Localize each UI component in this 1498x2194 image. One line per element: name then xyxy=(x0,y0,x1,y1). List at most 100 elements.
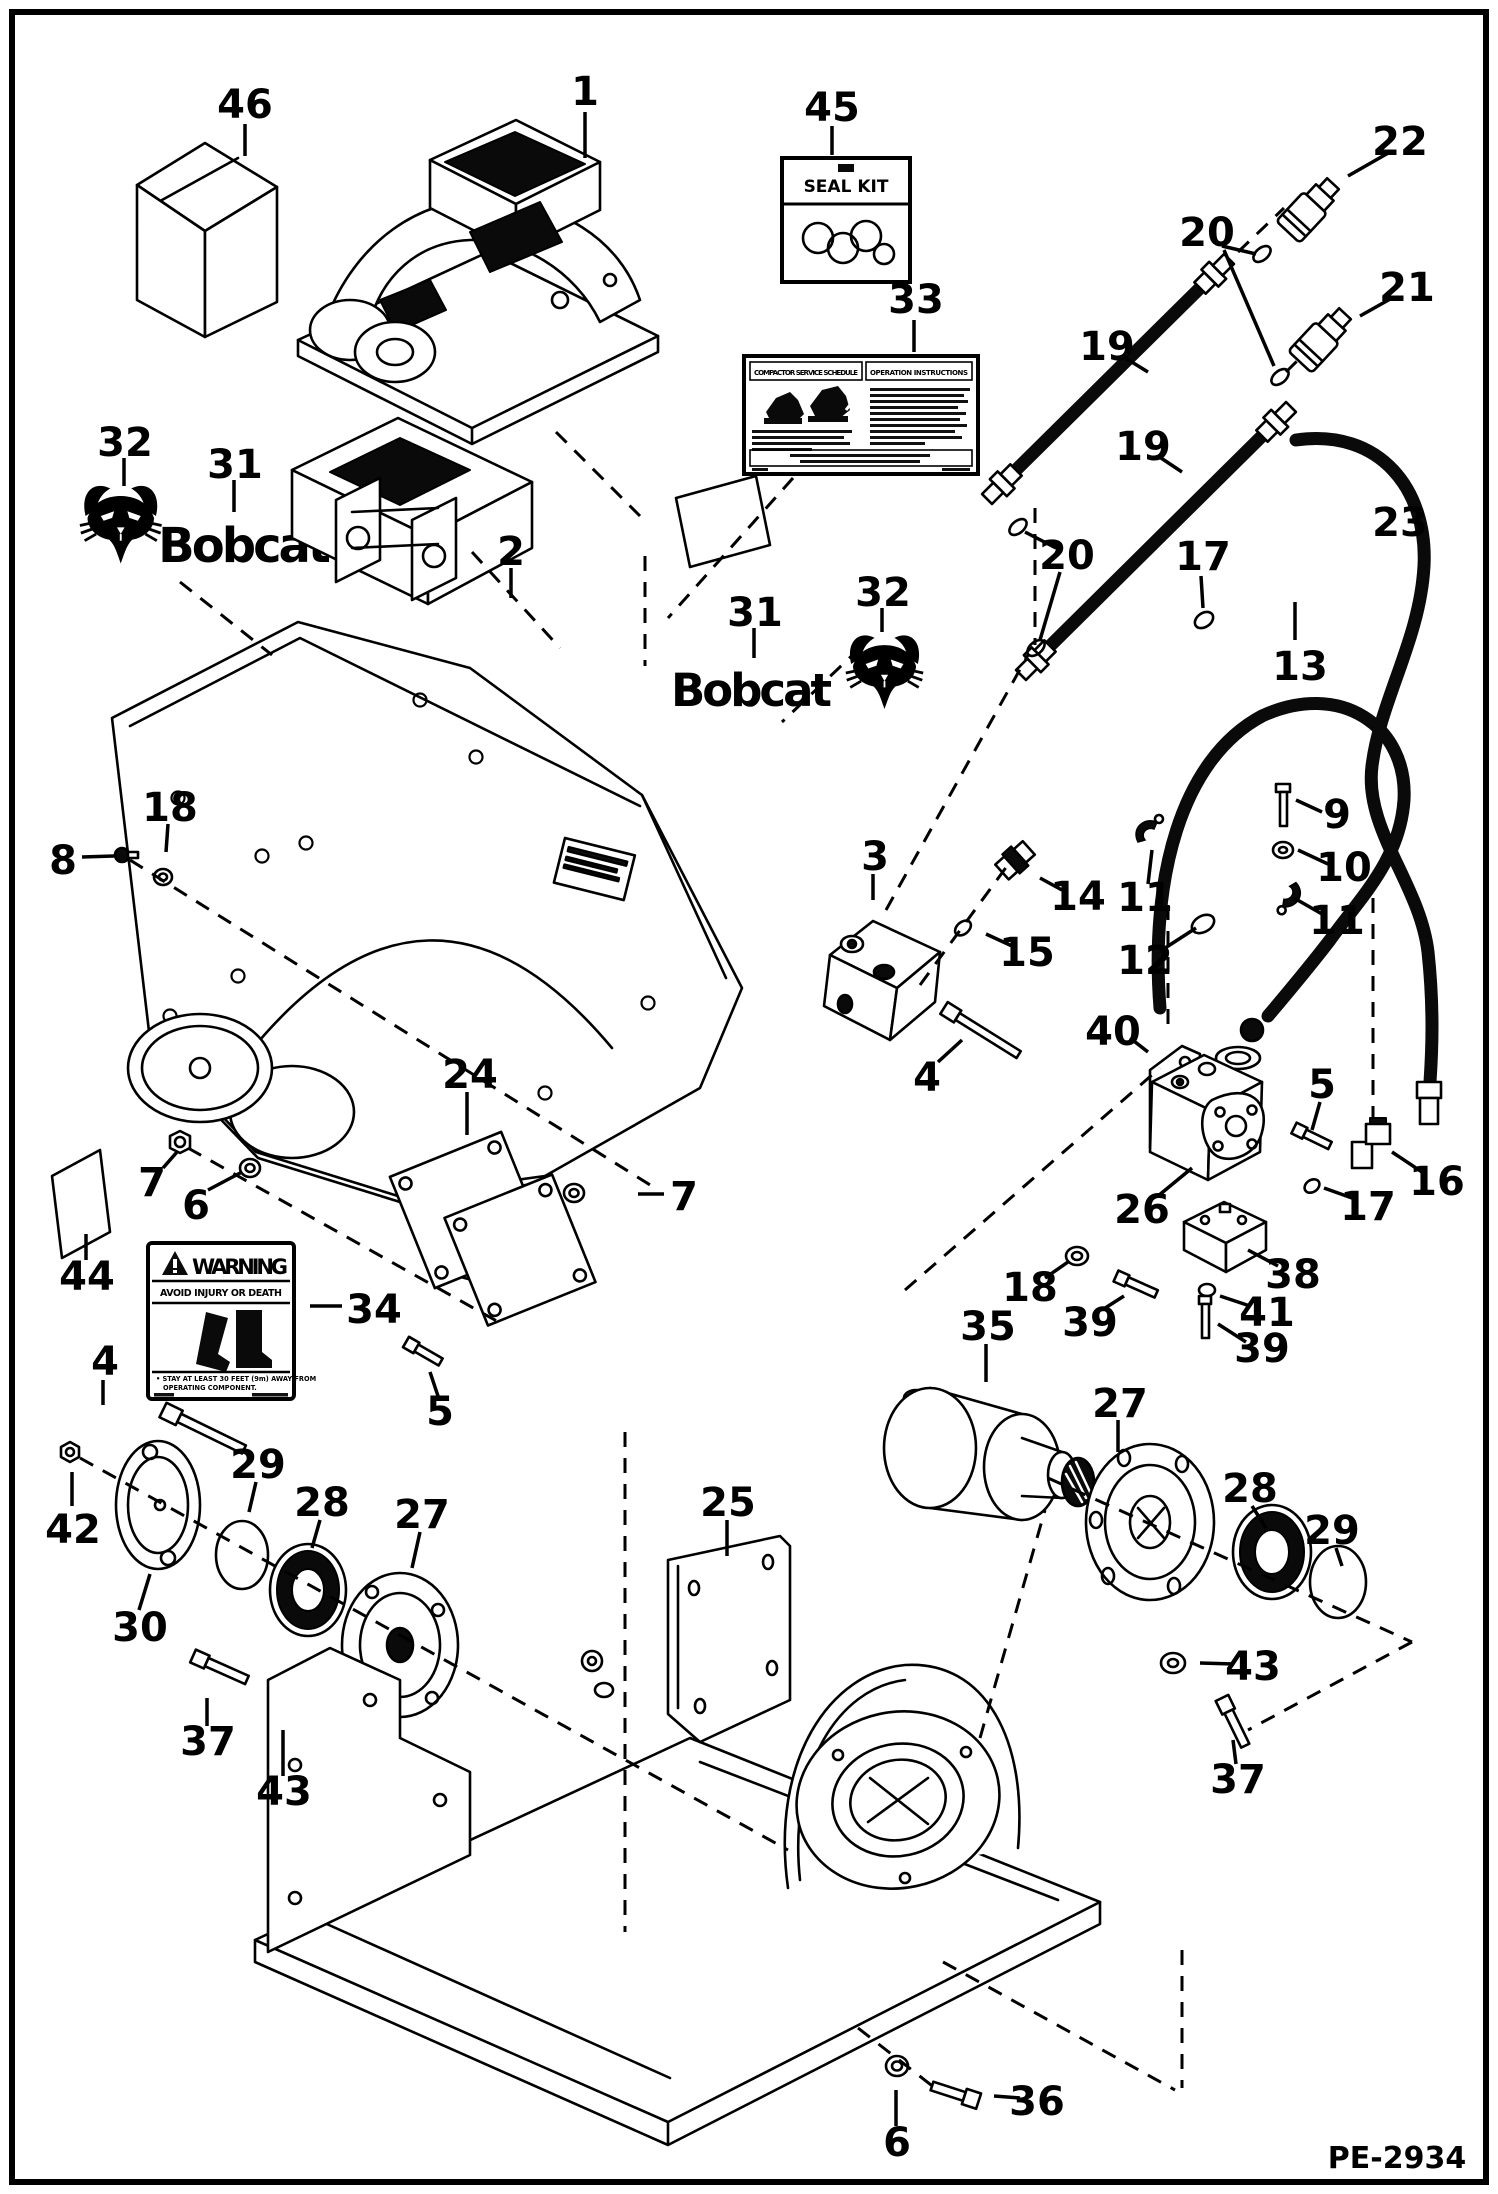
warning-subtitle: AVOID INJURY OR DEATH xyxy=(160,1288,282,1299)
leader-line xyxy=(1310,1101,1322,1131)
screw-8 xyxy=(113,846,140,864)
leader-line xyxy=(1156,1166,1194,1198)
elbow-16 xyxy=(1350,1117,1392,1170)
leader-line xyxy=(1146,849,1154,885)
callout-12: 12 xyxy=(1117,938,1173,984)
callout-6a: 6 xyxy=(182,1183,210,1229)
leader-line xyxy=(1038,571,1062,641)
plug-41 xyxy=(1197,1282,1217,1298)
dashed-line xyxy=(780,646,862,724)
callout-11b: 11 xyxy=(1309,898,1365,944)
drawing-number: PE-2934 xyxy=(1328,2141,1466,2176)
leader-line xyxy=(1359,296,1393,318)
dashed-line xyxy=(1047,1476,1413,1644)
callout-26: 26 xyxy=(1114,1187,1170,1233)
leader-line xyxy=(1295,798,1323,814)
washer-6a xyxy=(238,1157,262,1179)
leader-line xyxy=(1219,1294,1251,1308)
callout-46: 46 xyxy=(217,82,273,128)
bolt-4b xyxy=(938,1000,1023,1060)
bearing-28b xyxy=(1231,1503,1313,1601)
coupler-21 xyxy=(1288,306,1353,373)
flange-27b xyxy=(1084,1442,1216,1602)
leader-line xyxy=(1121,354,1149,374)
callout-2: 2 xyxy=(497,529,525,575)
hydraulic-pump-26 xyxy=(1148,1053,1265,1182)
coupler-22 xyxy=(1276,176,1341,243)
leader-line xyxy=(1199,575,1205,609)
hose-23-end-fitting xyxy=(1415,1080,1443,1126)
callout-14: 14 xyxy=(1050,874,1106,920)
washer-10 xyxy=(1271,840,1295,860)
bobcat-head-logo-32-right xyxy=(844,634,925,711)
decal33-machine-icons xyxy=(764,386,862,424)
bolt-36 xyxy=(929,2080,983,2111)
leader-line xyxy=(936,1038,964,1064)
bolt-37b xyxy=(1214,1693,1251,1749)
hose-13-elbow xyxy=(1214,1017,1265,1071)
leader-line xyxy=(428,1371,440,1397)
leader-line xyxy=(1347,150,1391,178)
eccentric-weight-35 xyxy=(882,1386,1096,1522)
callout-27b: 27 xyxy=(1092,1381,1148,1427)
compactor-assembly-1 xyxy=(296,118,660,446)
leader-line xyxy=(310,1519,322,1549)
bolt-37a xyxy=(188,1648,251,1686)
leader-line xyxy=(1161,926,1197,952)
hose-13 xyxy=(1151,697,1411,1023)
motor-mount-24 xyxy=(388,1130,597,1327)
callout-9: 9 xyxy=(1323,792,1351,838)
callout-30: 30 xyxy=(112,1605,168,1651)
decal33-left-header: COMPACTOR SERVICE SCHEDULE xyxy=(754,369,858,377)
dashed-line xyxy=(470,550,562,650)
callout-4b: 4 xyxy=(913,1055,941,1101)
warning-title: WARNING xyxy=(192,1255,288,1279)
callout-29a: 29 xyxy=(230,1442,286,1488)
leader-line xyxy=(1128,1036,1150,1054)
leader-line xyxy=(1247,1248,1279,1268)
leader-line xyxy=(1231,1739,1238,1765)
leader-line xyxy=(1199,1661,1235,1666)
o-ring-29a xyxy=(214,1519,270,1591)
leader-line xyxy=(1334,1547,1344,1567)
bobcat-wordmark-31-right: Bobcat xyxy=(671,664,831,717)
callout-39a: 39 xyxy=(1062,1300,1118,1346)
dashed-line xyxy=(554,430,642,518)
leader-line xyxy=(1101,1294,1125,1312)
clamp-11-right xyxy=(1270,880,1307,917)
bolt-4a xyxy=(158,1401,248,1455)
callout-23: 23 xyxy=(1372,500,1428,546)
leader-line xyxy=(164,823,170,853)
bolt-9 xyxy=(1274,782,1292,828)
callout-37a: 37 xyxy=(180,1719,236,1765)
bolt-5b xyxy=(1290,1121,1334,1151)
callout-35: 35 xyxy=(960,1304,1016,1350)
washer-43b xyxy=(1159,1651,1187,1675)
nut-42 xyxy=(59,1440,81,1464)
washer-7b xyxy=(562,1182,586,1204)
callout-20a: 20 xyxy=(1179,210,1235,256)
manifold-block-38 xyxy=(1182,1200,1268,1274)
callout-6b: 6 xyxy=(883,2120,911,2166)
callout-38: 38 xyxy=(1265,1252,1321,1298)
leader-line xyxy=(1157,454,1183,474)
callout-28b: 28 xyxy=(1222,1466,1278,1512)
dashed-line xyxy=(904,1066,1161,1292)
callout-33: 33 xyxy=(888,277,944,323)
nut-7a xyxy=(168,1129,192,1155)
dashed-line xyxy=(1247,1640,1413,1732)
callout-28a: 28 xyxy=(294,1480,350,1526)
leader-line xyxy=(1250,1505,1268,1529)
leader-line xyxy=(1297,848,1329,866)
seal-rings-icon xyxy=(801,219,896,266)
warning-decal-34: WARNING AVOID INJURY OR DEATH • STAY AT … xyxy=(146,1241,316,1401)
callout-leader-lines xyxy=(70,112,1423,2126)
callout-15: 15 xyxy=(999,930,1055,976)
hose-19-upper xyxy=(1009,281,1207,477)
callout-22: 22 xyxy=(1372,119,1428,165)
callout-18a: 18 xyxy=(142,785,198,831)
callout-29b: 29 xyxy=(1304,1508,1360,1554)
